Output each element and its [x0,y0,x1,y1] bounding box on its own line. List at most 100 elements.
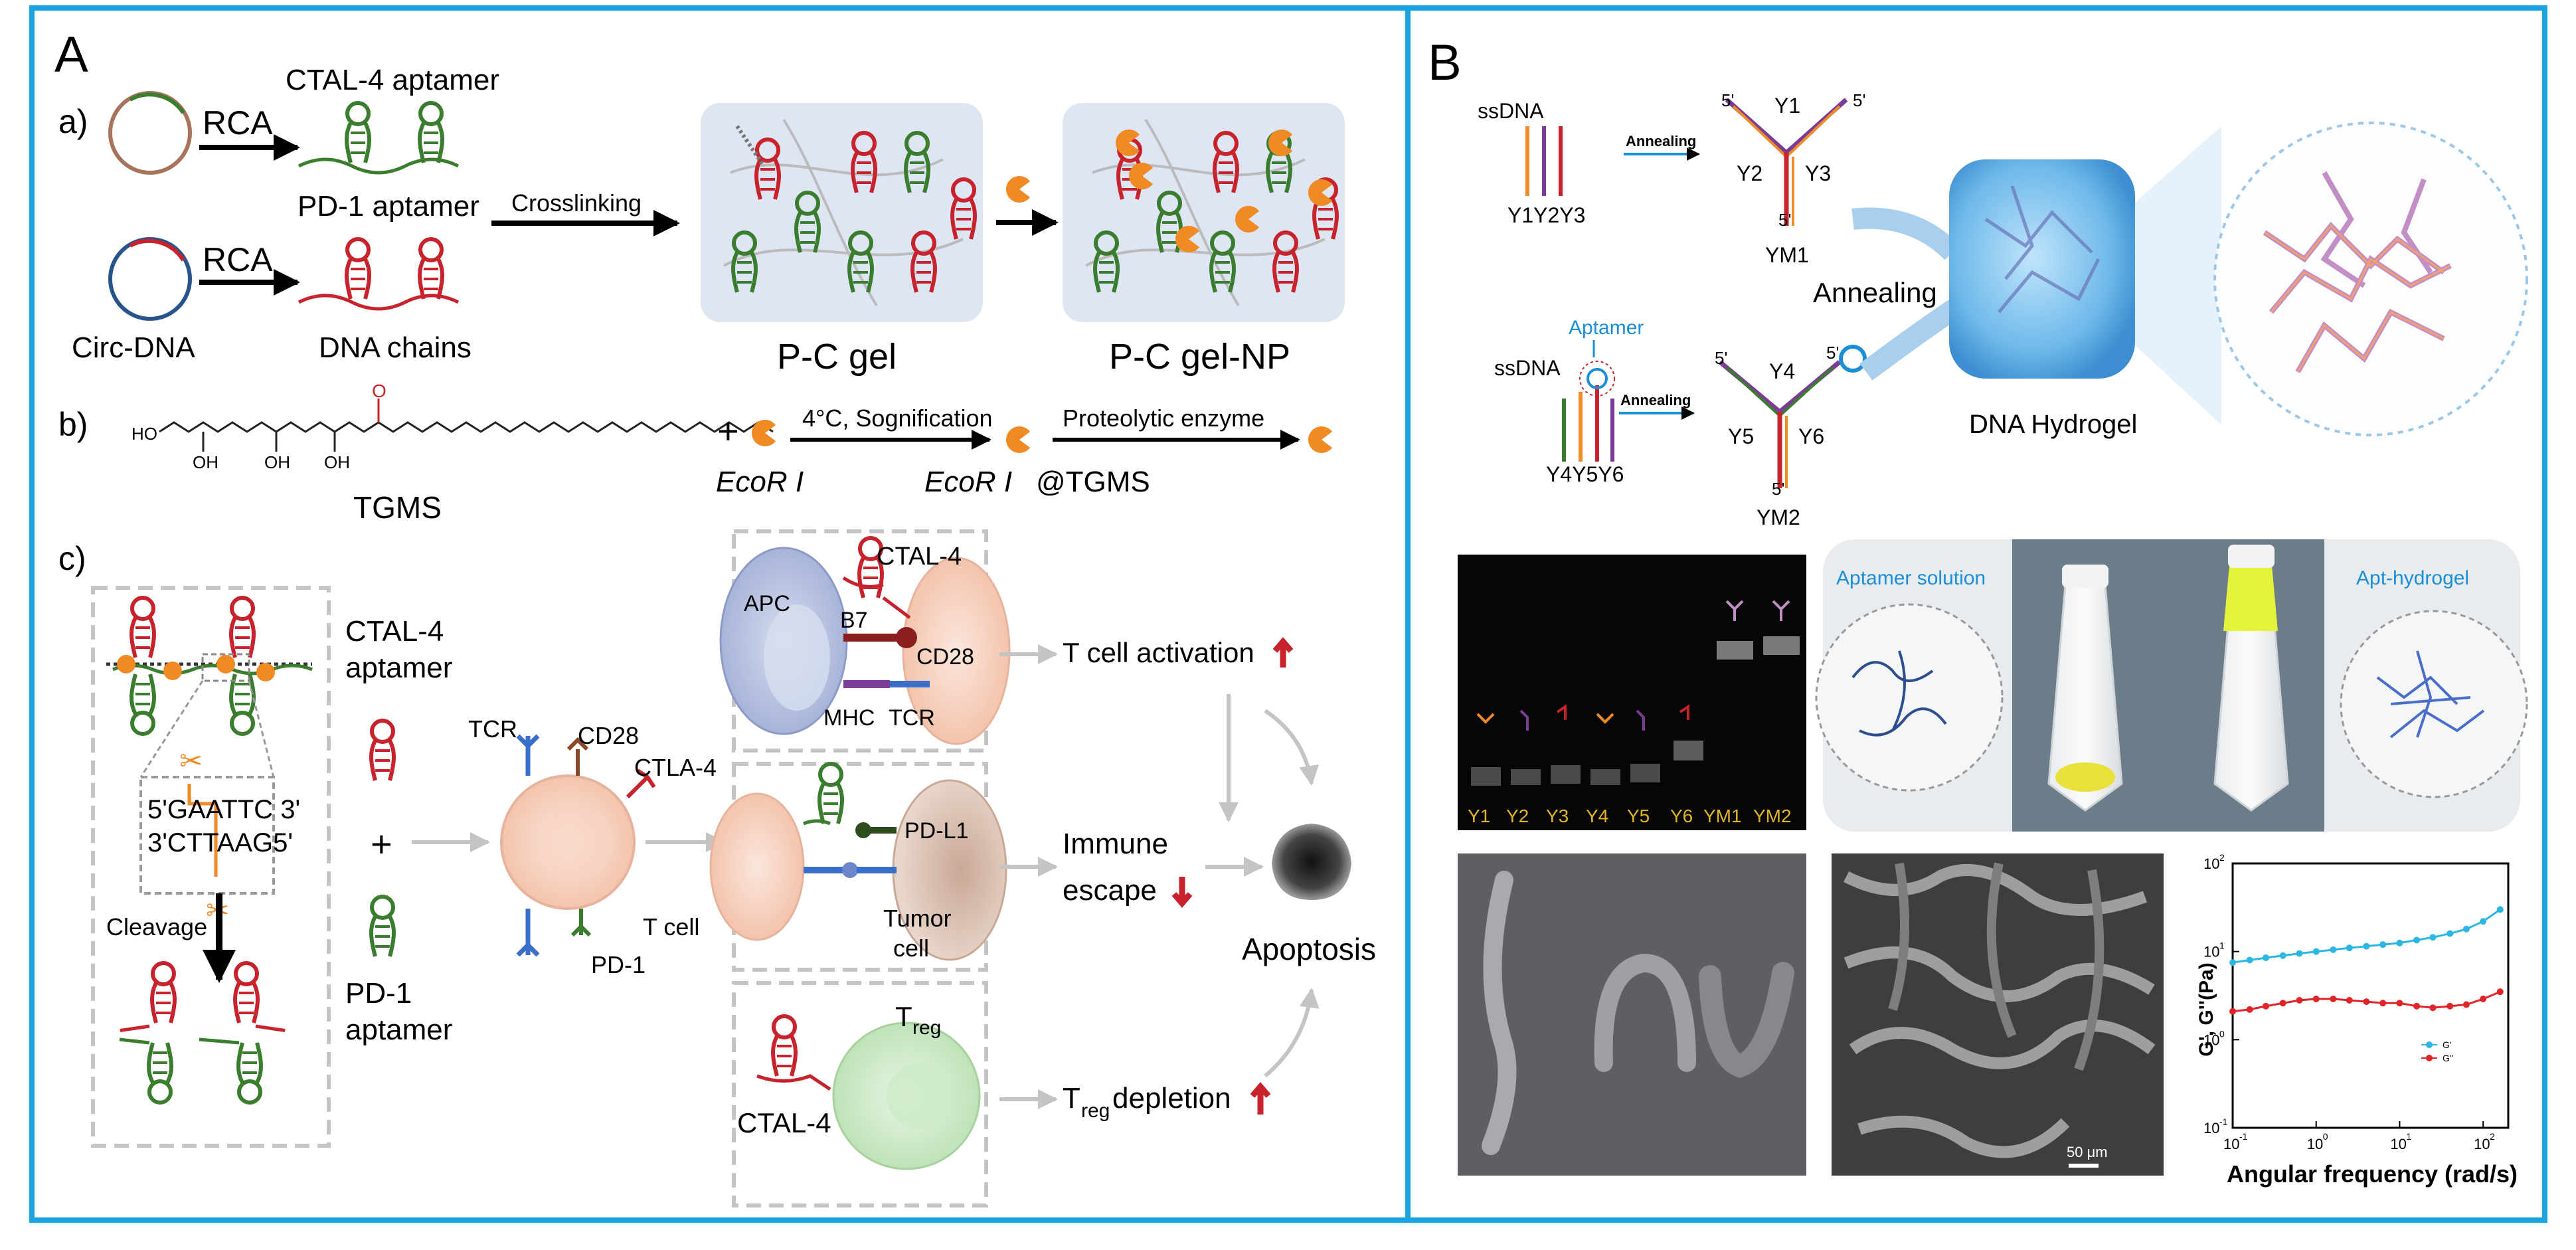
treg-box [732,981,988,1207]
gel-image [1458,555,1806,830]
y1-label: Y1 [1774,94,1800,118]
lane-label: Y4 [1586,806,1608,826]
data-point [2447,1002,2454,1010]
y-tick-exp: -1 [2219,1116,2228,1127]
treg-dep-t: T [1063,1082,1080,1115]
ssdna-2: ssDNA [1494,356,1561,380]
tcell-label: T cell [643,913,699,940]
data-point [2462,925,2470,933]
pc-gel-box [701,103,983,322]
tcr-label: TCR [468,715,517,743]
big-arrow-2 [1859,296,1965,381]
oh-1: HO [131,424,157,444]
data-point [2330,995,2337,1002]
ssdna-1: ssDNA [1478,99,1544,123]
data-point [2379,1000,2387,1007]
pc-gel-np-box [1063,103,1345,322]
ester-o: O [372,381,386,401]
seq-2: 3'CTTAAG5' [147,828,293,857]
sub-a-label: a) [58,103,88,140]
cd28-label: CD28 [578,722,639,749]
legend-g1: G' [2443,1039,2452,1050]
apt-hydrogel-label: Apt-hydrogel [2356,567,2469,589]
y6-label: Y6 [1798,424,1824,448]
ym1-5prime-b: 5' [1853,90,1865,110]
annealing-2: Annealing [1620,392,1691,408]
legend-g2: G'' [2443,1053,2453,1063]
cleavage-box [91,586,331,1148]
treg-sub: reg [912,1017,941,1039]
tumor-interaction [709,764,1007,961]
ctal4-bottom-label: CTAL-4 [737,1107,831,1138]
treg-dep-rest: depletion [1112,1082,1231,1115]
dna-hydrogel-cube [1949,126,2221,425]
lane-label: Y6 [1670,806,1693,826]
x-tick-exp: 1 [2406,1131,2411,1142]
sem-photo [1832,853,2164,1176]
y-tick-label: 10 [2203,1031,2219,1048]
dna-chains-label: DNA chains [319,331,472,364]
oh-2: OH [193,452,218,472]
enzyme-icon [1006,176,1030,203]
sub-b-label: b) [58,406,88,443]
aptamer-label: Aptamer [1569,317,1644,339]
data-point [2263,954,2270,962]
immune-label-1: Immune [1063,828,1168,860]
data-point [2496,988,2504,996]
apoptotic-cell [1272,824,1351,900]
y-tick-label: 10 [2203,855,2219,872]
y-tick-exp: 0 [2219,1028,2225,1039]
data-point [2229,959,2236,966]
circ-dna-label: Circ-DNA [72,331,195,364]
data-point [2330,946,2337,953]
ecor-icon-2 [1006,426,1030,453]
ecor-tgms-b: @TGMS [1036,466,1150,498]
plus-c: + [371,823,392,865]
lane-label: Y3 [1546,806,1569,826]
ctla-aptamer-chain [298,103,460,175]
x-tick-exp: 0 [2323,1131,2328,1142]
data-point [2396,1000,2403,1007]
y3-label: Y3 [1805,161,1831,185]
x-tick-exp: 2 [2490,1131,2495,1142]
pd1-aptamer-label: PD-1 aptamer [298,190,479,223]
ym2-5prime-a: 5' [1715,348,1727,368]
x-axis-label: Angular frequency (rad/s) [2227,1160,2518,1188]
circ-dna-blue [108,237,192,321]
x-tick-label: 10 [2390,1136,2406,1152]
lane-label: Y2 [1506,806,1529,826]
data-point [2429,934,2437,941]
c-arrow-9 [1264,988,1320,1078]
data-point [2496,906,2504,913]
hydrogel-shapes-photo [1458,853,1806,1176]
up-arrow-2 [1250,1082,1271,1115]
ctla4-apt-2: aptamer [345,652,452,684]
data-point [2246,956,2253,964]
apc-interaction [719,538,1011,745]
y-tick-label: 10 [2203,944,2219,960]
dna-hydrogel-label: DNA Hydrogel [1969,410,2137,439]
y-tick-exp: 2 [2219,852,2225,863]
plus-b: + [717,410,739,452]
data-point [2429,1004,2437,1012]
rca-label-2: RCA [203,241,273,278]
data-point [2363,942,2370,950]
y2-label: Y2 [1737,161,1762,185]
data-point [2296,997,2303,1004]
ym2-5prime-c: 5' [1772,479,1784,499]
data-point [2312,948,2320,955]
cond2-label: Proteolytic enzyme [1063,404,1264,432]
data-point [2312,995,2320,1002]
up-arrow-1 [1272,637,1294,668]
ym1-structure [1725,98,1848,226]
ecor-label: EcoR I [716,466,804,498]
data-point [2413,937,2421,944]
x-tick-exp: -1 [2239,1131,2248,1142]
x-tick-label: 10 [2307,1136,2323,1152]
plot-area [2231,862,2510,1129]
series-layer [2229,906,2504,1015]
data-point [2229,1008,2236,1015]
circ-dna-brown [108,91,192,175]
apc-label: APC [744,591,790,616]
